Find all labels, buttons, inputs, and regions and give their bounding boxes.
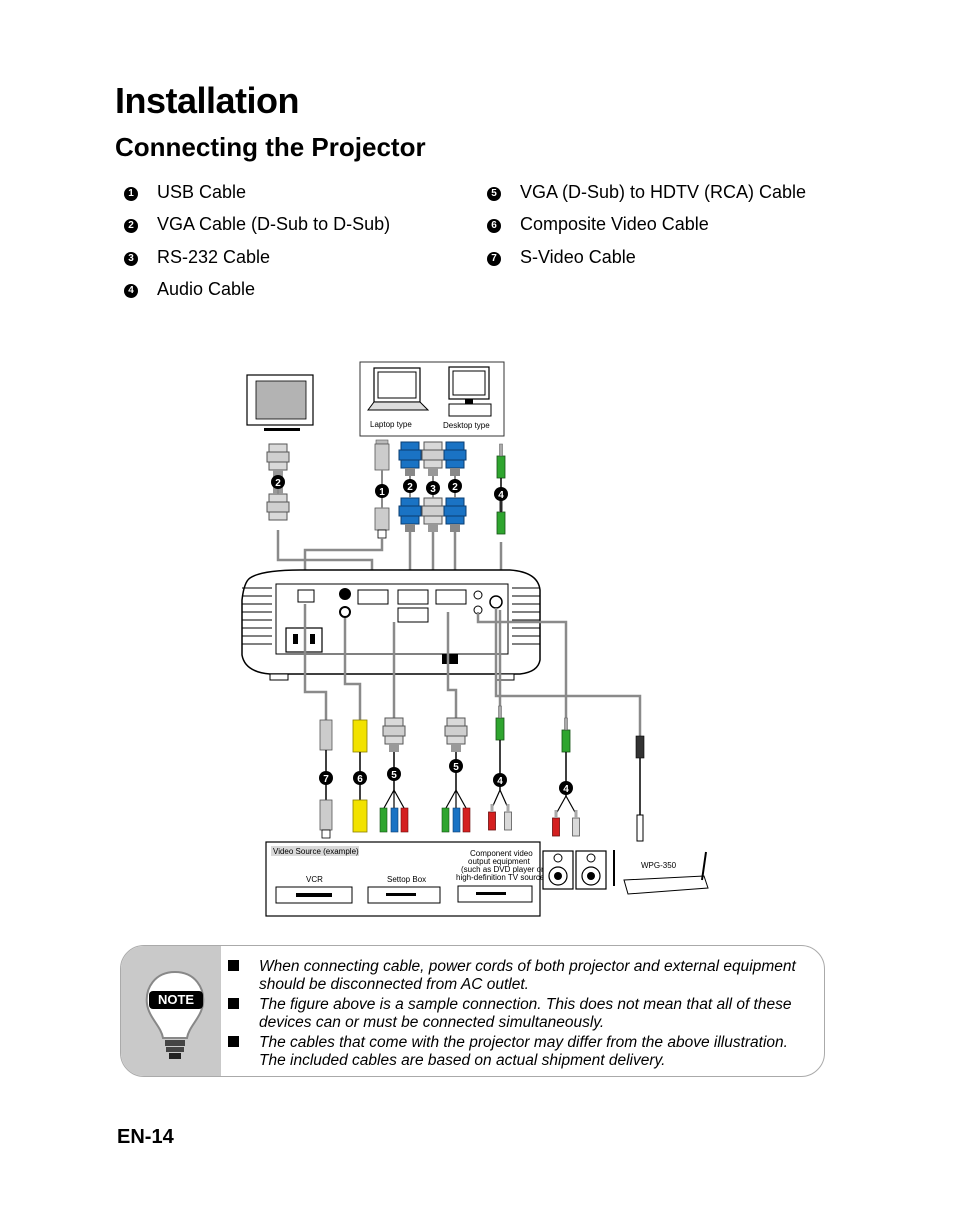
wpg-label: WPG-350 <box>641 861 677 870</box>
legend-label: S-Video Cable <box>520 246 636 267</box>
wpg-350-icon: WPG-350 <box>613 850 709 895</box>
note-bullet: The figure above is a sample connection.… <box>228 996 818 1032</box>
video-source-group: Video Source (example) VCR Settop Box Co… <box>265 841 547 917</box>
callout-badge: 6 <box>487 219 501 233</box>
callout-7: 7 <box>323 774 329 785</box>
desktop-label: Desktop type <box>443 421 490 430</box>
callout-4: 4 <box>498 490 504 501</box>
callout-5: 5 <box>391 770 397 781</box>
legend-item-audio: 4 Audio Cable <box>124 277 255 301</box>
video-source-label: Video Source (example) <box>273 847 359 856</box>
composite-port <box>339 606 351 618</box>
page-number: EN-14 <box>117 1126 174 1148</box>
legend-item-vga-hdtv: 5 VGA (D-Sub) to HDTV (RCA) Cable <box>487 180 806 204</box>
note-text: The figure above is a sample connection.… <box>259 996 792 1031</box>
callouts-top: 2 1 2 3 2 4 <box>271 475 508 501</box>
note-bullet: The cables that come with the projector … <box>228 1034 818 1070</box>
projector-body <box>241 569 541 681</box>
cable-routing-lower <box>303 604 642 736</box>
composite-cable <box>352 719 368 833</box>
note-text: The cables that come with the projector … <box>259 1034 788 1069</box>
component-label: output equipment <box>468 857 531 866</box>
bullet-square-icon <box>228 1036 239 1047</box>
legend-label: USB Cable <box>157 181 247 202</box>
usb-port <box>297 589 315 603</box>
desktop-icon <box>448 366 492 417</box>
monitor-icon <box>246 374 314 431</box>
bullet-square-icon <box>228 960 239 971</box>
svideo-cable <box>319 719 333 839</box>
network-cable <box>635 735 645 842</box>
legend-item-composite: 6 Composite Video Cable <box>487 212 709 236</box>
note-bullet: When connecting cable, power cords of bo… <box>228 958 818 994</box>
callout-badge: 5 <box>487 187 501 201</box>
note-box: NOTE When connecting cable, power cords … <box>120 945 825 1077</box>
legend-label: VGA Cable (D-Sub to D-Sub) <box>157 213 391 234</box>
computer-group: Laptop type Desktop type <box>359 361 505 437</box>
legend-label: Audio Cable <box>157 278 256 299</box>
callout-2: 2 <box>452 482 458 493</box>
vga-in-port <box>397 589 429 605</box>
rj45-port <box>489 595 503 609</box>
callout-badge: 1 <box>124 187 138 201</box>
legend-item-rs232: 3 RS-232 Cable <box>124 245 270 269</box>
callouts-bottom: 7 6 5 5 4 4 <box>319 759 573 795</box>
callout-4: 4 <box>497 776 503 787</box>
bullet-square-icon <box>228 998 239 1009</box>
page-title: Installation <box>115 80 300 121</box>
callout-1: 1 <box>379 487 385 498</box>
callout-2: 2 <box>407 482 413 493</box>
note-text: When connecting cable, power cords of bo… <box>259 958 796 993</box>
callout-6: 6 <box>357 774 363 785</box>
callout-badge: 4 <box>124 284 138 298</box>
note-bullets: When connecting cable, power cords of bo… <box>228 958 818 1072</box>
vga-out-port <box>435 589 467 605</box>
component-label: (such as DVD player or <box>461 865 544 874</box>
section-title: Connecting the Projector <box>115 132 426 162</box>
legend-item-svideo: 7 S-Video Cable <box>487 245 636 269</box>
legend-item-usb: 1 USB Cable <box>124 180 246 204</box>
audio-cable-rca-1 <box>488 705 512 831</box>
legend-label: Composite Video Cable <box>520 213 709 234</box>
svideo-port <box>339 588 351 600</box>
lightbulb-icon: NOTE <box>145 970 205 1059</box>
laptop-icon <box>367 367 430 411</box>
settop-label: Settop Box <box>387 875 426 884</box>
callout-4: 4 <box>563 784 569 795</box>
callout-3: 3 <box>430 484 436 495</box>
connection-diagram: Laptop type Desktop type <box>241 361 709 917</box>
note-badge: NOTE <box>158 992 194 1007</box>
vcr-label: VCR <box>306 875 323 884</box>
callout-badge: 7 <box>487 252 501 266</box>
note-sidebar: NOTE <box>121 946 221 1076</box>
speakers-icon <box>542 850 607 890</box>
legend-label: RS-232 Cable <box>157 246 271 267</box>
component-label: high-definition TV source) <box>456 873 547 882</box>
audio-cable-rca-2 <box>552 717 580 837</box>
vga-in2-port <box>397 607 429 623</box>
audio-in-port <box>473 590 483 600</box>
rs232-port <box>357 589 389 605</box>
callout-2: 2 <box>275 478 281 489</box>
vga-hdtv-cable-2 <box>441 717 471 833</box>
legend-item-vga: 2 VGA Cable (D-Sub to D-Sub) <box>124 212 390 236</box>
callout-badge: 2 <box>124 219 138 233</box>
laptop-label: Laptop type <box>370 420 412 429</box>
component-label: Component video <box>470 849 533 858</box>
callout-5: 5 <box>453 762 459 773</box>
callout-badge: 3 <box>124 252 138 266</box>
legend-label: VGA (D-Sub) to HDTV (RCA) Cable <box>520 181 807 202</box>
